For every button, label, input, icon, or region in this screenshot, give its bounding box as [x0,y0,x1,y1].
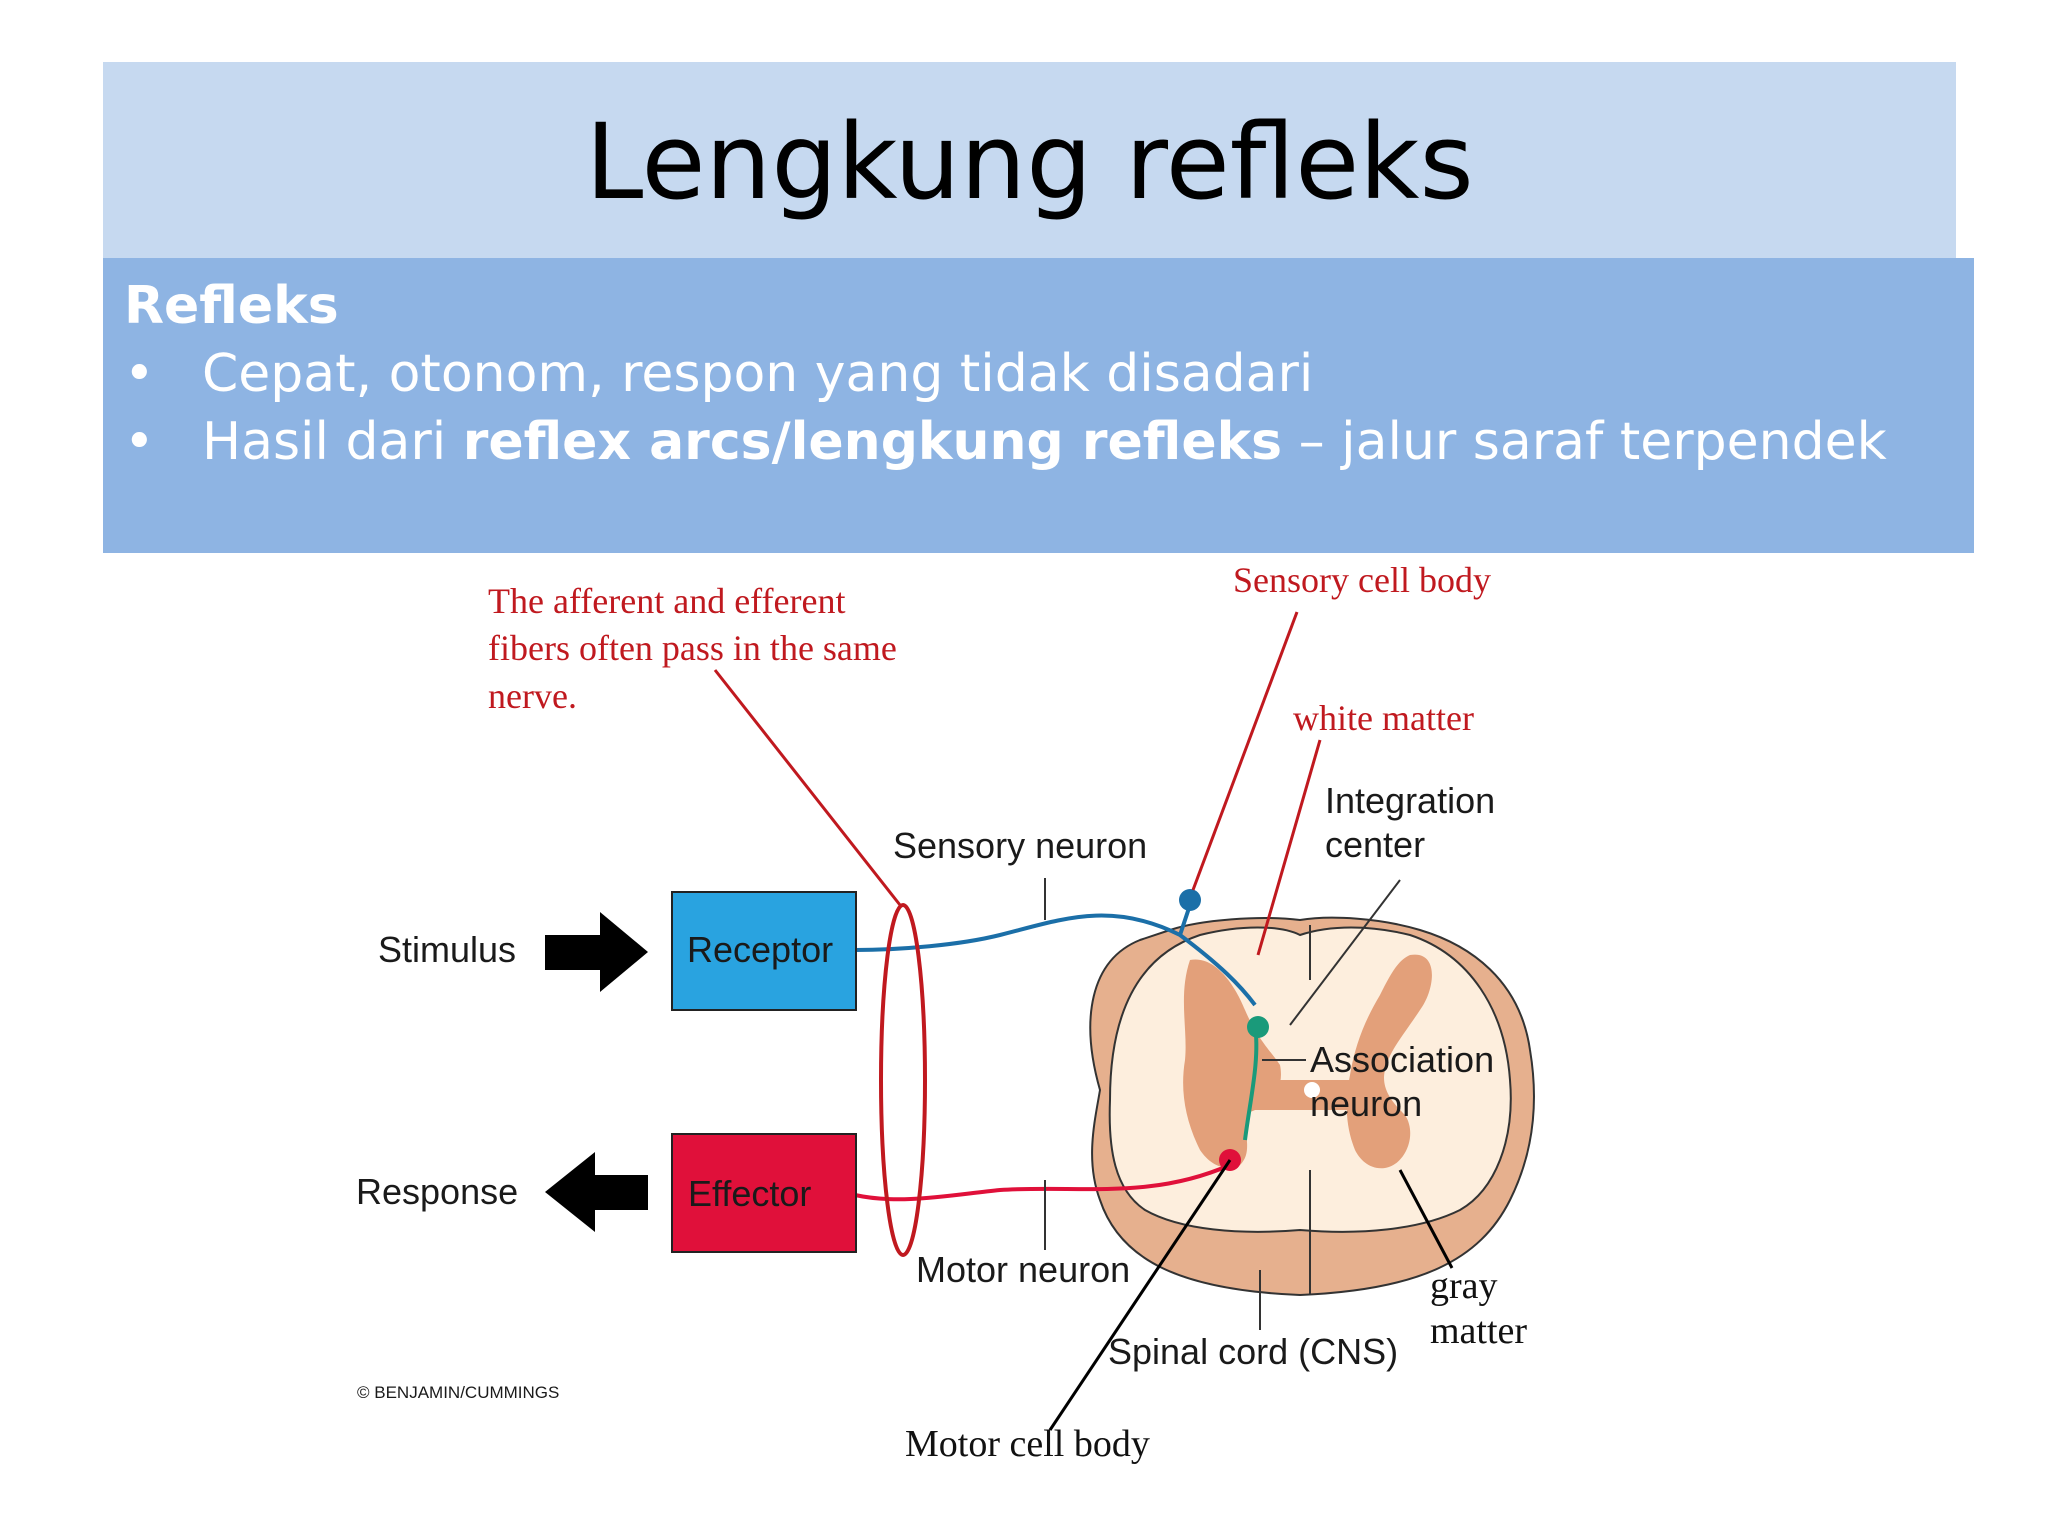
sensory-cell-stem [1178,904,1192,936]
copyright-label: © BENJAMIN/CUMMINGS [357,1383,559,1402]
sensory-cell-body-leader [1191,611,1299,891]
bullet-item-2: • Hasil dari reflex arcs/lengkung refleks… [124,412,1887,472]
gray-matter-right [1346,954,1432,1169]
receptor-label: Receptor [687,929,833,970]
spinal-cord-label: Spinal cord (CNS) [1108,1331,1398,1372]
receptor-box [671,891,857,1011]
bullet-text-suffix: – jalur saraf terpendek [1282,412,1887,472]
motor-nerve-fiber [854,1163,1231,1202]
slide-title: Lengkung refleks [585,101,1474,223]
gray-matter-leader [1398,1169,1454,1269]
effector-box [671,1133,857,1253]
white-matter-label: white matter [1293,698,1474,738]
bullet-dot: • [124,344,155,404]
gray-matter-label-2: matter [1430,1310,1527,1352]
gray-matter-bridge [1250,1080,1360,1110]
afferent-efferent-line-2: fibers often pass in the same [488,628,897,668]
integration-center-label-1: Integration [1325,780,1495,821]
motor-cell-body-label: Motor cell body [905,1423,1150,1465]
afferent-efferent-line-3: nerve. [488,676,577,716]
gray-matter-left [1183,959,1281,1168]
sensory-nerve-fiber [854,913,1257,1007]
content-box: Refleks • Cepat, otonom, respon yang tida… [103,258,1974,553]
integration-center-leader [1289,879,1401,1026]
afferent-efferent-line-1: The afferent and efferent [488,581,845,621]
sensory-neuron-label: Sensory neuron [893,825,1147,866]
nerve-oval [879,903,927,1257]
white-matter-leader [1256,739,1322,956]
response-label: Response [356,1171,518,1212]
integration-center-label-2: center [1325,824,1425,865]
association-neuron-dot [1247,1016,1269,1038]
bullet-text-bold: reflex arcs/lengkung refleks [462,412,1283,472]
sensory-cell-body-dot [1179,889,1201,911]
afferent-efferent-leader [713,669,902,906]
motor-neuron-label: Motor neuron [916,1249,1130,1290]
bullet-text-prefix: Hasil dari [202,412,463,472]
central-canal [1304,1082,1320,1098]
association-neuron-label-2: neuron [1310,1083,1422,1124]
response-arrow-icon [545,1152,648,1232]
content-heading: Refleks [124,276,339,336]
association-neuron-label-1: Association [1310,1039,1494,1080]
effector-label: Effector [688,1173,811,1214]
stimulus-label: Stimulus [378,929,516,970]
motor-cell-body-leader [1048,1159,1232,1431]
bullet-dot: • [124,412,155,472]
sensory-cell-body-label: Sensory cell body [1233,560,1491,600]
bullet-text: Cepat, otonom, respon yang tidak disadar… [202,344,1314,404]
bullet-item-1: • Cepat, otonom, respon yang tidak disada… [124,344,1313,404]
stimulus-arrow-icon [545,912,648,992]
gray-matter-label-1: gray [1430,1265,1498,1307]
spinal-cord [1089,916,1535,1297]
title-band: Lengkung refleks [103,62,1956,258]
